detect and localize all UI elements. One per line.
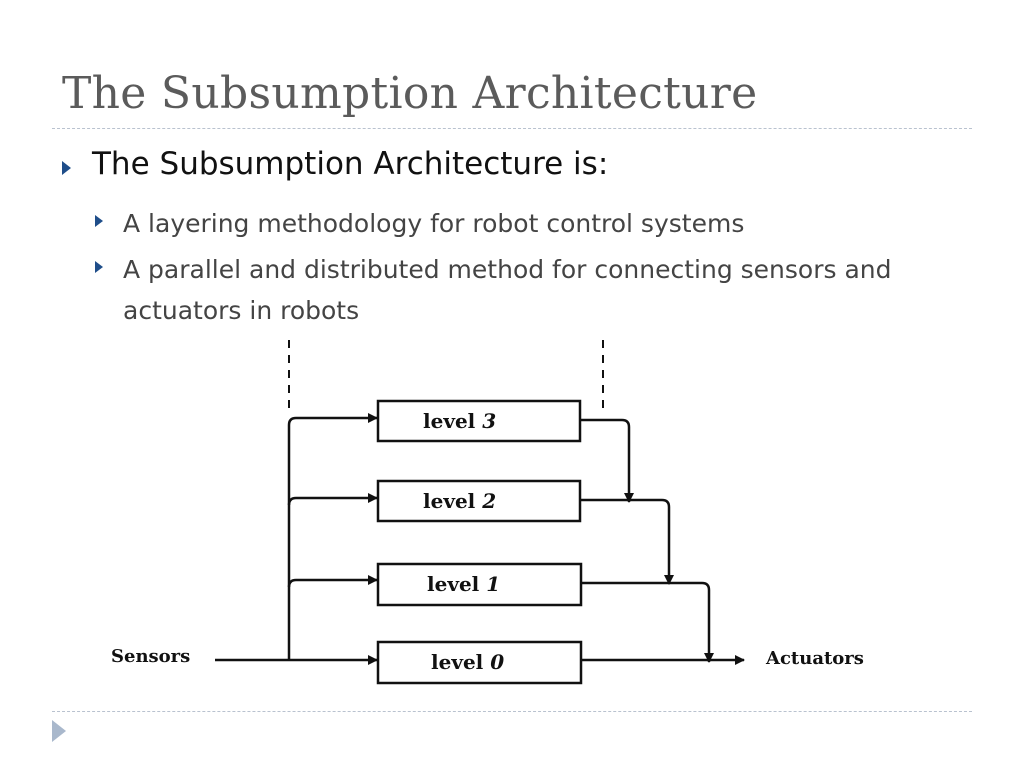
bullet-level2-layering: A layering methodology for robot control… [123, 209, 745, 238]
bullet-level2-parallel: A parallel and distributed method for co… [123, 255, 892, 325]
level2-label: level 2 [423, 489, 496, 513]
slide-title: The Subsumption Architecture [62, 68, 758, 119]
bullet-marker-icon [62, 161, 71, 175]
level0-label: level 0 [431, 650, 504, 674]
arrow-to-level1 [287, 575, 378, 588]
level2-output-arrow [580, 498, 674, 585]
level0-box [376, 640, 583, 685]
level3-box [376, 399, 582, 443]
level1-box [376, 562, 583, 607]
level1-label: level 1 [427, 572, 500, 596]
bullet-marker-icon [95, 215, 103, 227]
bullet-level1: The Subsumption Architecture is: [92, 146, 609, 182]
level1-output-arrow [581, 581, 714, 663]
footer-divider [52, 711, 972, 712]
title-divider [52, 128, 972, 129]
sensors-label: Sensors [111, 646, 190, 667]
actuators-label: Actuators [765, 648, 864, 669]
bullet-marker-icon [95, 261, 103, 273]
next-slide-icon[interactable] [52, 720, 66, 742]
input-bus [287, 416, 297, 660]
level3-label: level 3 [423, 409, 496, 433]
level2-box [376, 479, 582, 523]
arrow-to-level2 [287, 493, 378, 506]
level3-output-arrow [580, 418, 634, 503]
